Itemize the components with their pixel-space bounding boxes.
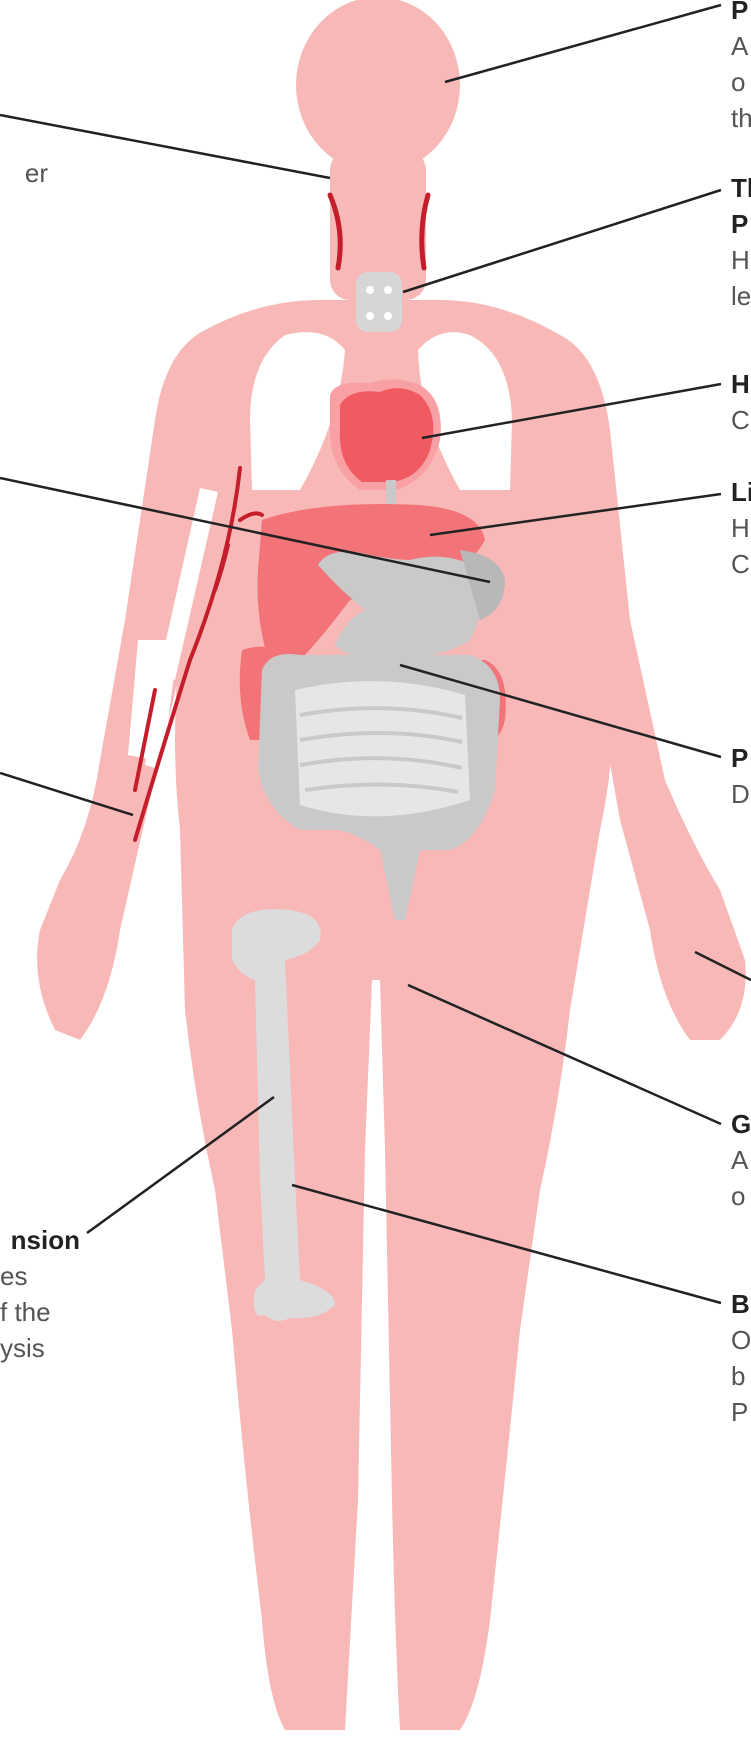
label-bone: B O b P <box>731 1286 751 1430</box>
label-heart: H C <box>731 366 750 438</box>
label-liver-line-1: H <box>731 510 751 546</box>
label-thyroid: Th P H le <box>731 170 751 314</box>
label-bone-line-3: P <box>731 1394 751 1430</box>
label-left-hyper-line-1: es <box>0 1258 80 1294</box>
label-left-neck: er <box>0 155 48 191</box>
label-liver-title: Li <box>731 474 751 510</box>
label-top-right-line-2: o <box>731 64 751 100</box>
thyroid <box>356 272 402 332</box>
label-left-hyper: nsion es f the ysis <box>0 1222 80 1366</box>
label-left-hyper-line-2: f the <box>0 1294 80 1330</box>
label-thyroid-line-3: le <box>731 278 751 314</box>
label-top-right-line-3: th <box>731 100 751 136</box>
label-groin-title: G <box>731 1106 751 1142</box>
label-groin-line-2: o <box>731 1178 751 1214</box>
label-thyroid-title: Th <box>731 170 751 206</box>
label-groin: G A o <box>731 1106 751 1214</box>
label-top-right: P A o th <box>731 0 751 136</box>
label-left-neck-line-1: er <box>0 155 48 191</box>
label-left-hyper-line-3: ysis <box>0 1330 80 1366</box>
label-liver-line-2: C <box>731 546 751 582</box>
label-pancreas-title: P <box>731 740 750 776</box>
label-heart-line-1: C <box>731 402 750 438</box>
label-bone-line-1: O <box>731 1322 751 1358</box>
label-liver: Li H C <box>731 474 751 582</box>
label-groin-line-1: A <box>731 1142 751 1178</box>
label-thyroid-line-1: P <box>731 206 751 242</box>
label-bone-title: B <box>731 1286 751 1322</box>
label-pancreas: P D <box>731 740 750 812</box>
label-pancreas-line-1: D <box>731 776 750 812</box>
label-top-right-title: P <box>731 0 751 28</box>
label-top-right-line-1: A <box>731 28 751 64</box>
label-heart-title: H <box>731 366 750 402</box>
label-thyroid-line-2: H <box>731 242 751 278</box>
label-bone-line-2: b <box>731 1358 751 1394</box>
label-left-hyper-title: nsion <box>0 1222 80 1258</box>
